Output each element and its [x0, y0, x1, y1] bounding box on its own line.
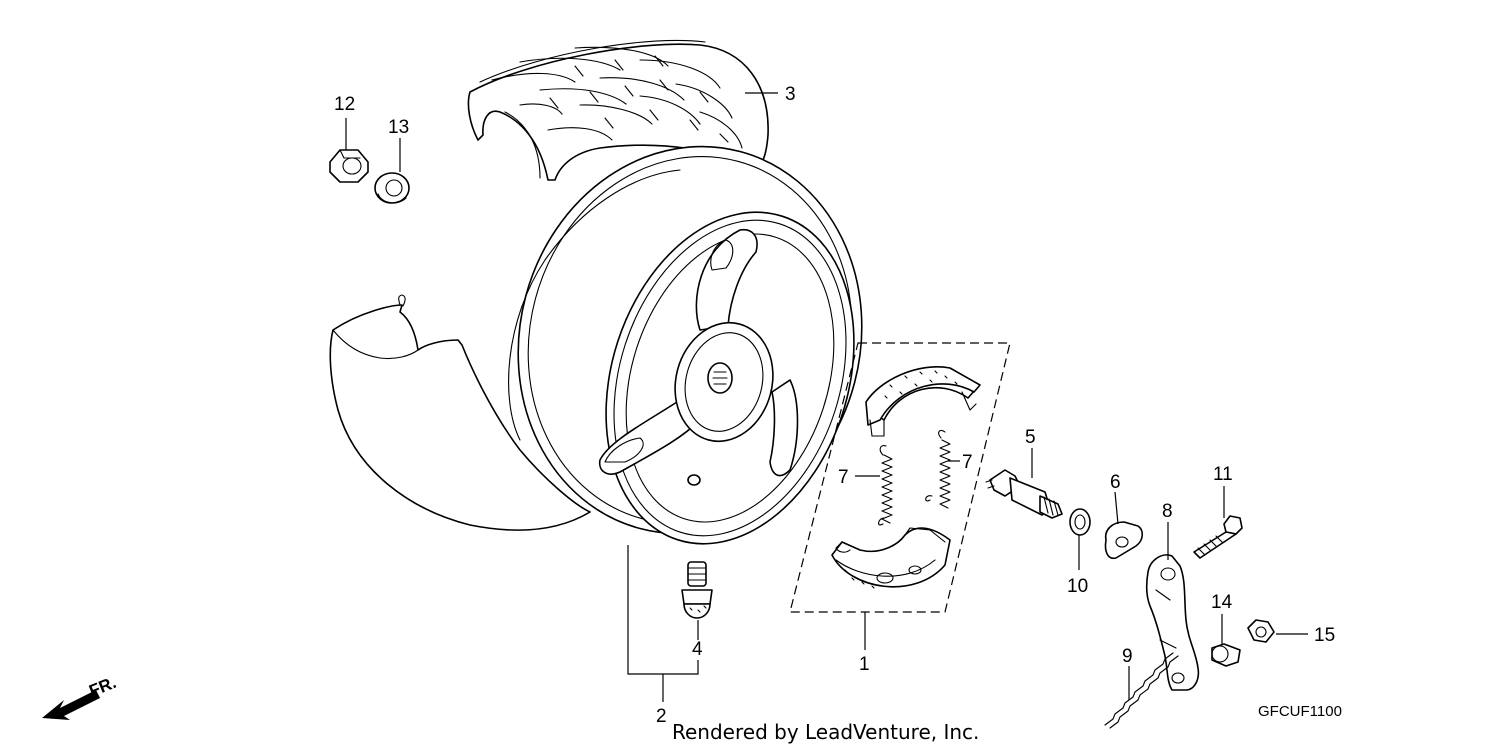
brake-cam[interactable]	[985, 469, 1063, 519]
wheel-rim[interactable]	[475, 108, 904, 576]
diagram-code: GFCUF1100	[1258, 703, 1342, 720]
brake-spring-left[interactable]	[878, 445, 893, 526]
tire-lower-half[interactable]	[329, 294, 591, 531]
callout-13: 13	[388, 117, 409, 138]
front-arrow-icon	[42, 690, 100, 720]
arm-bolt[interactable]	[1193, 515, 1243, 559]
brake-spring-right[interactable]	[925, 429, 951, 509]
callout-15: 15	[1314, 625, 1335, 646]
callout-2: 2	[656, 706, 667, 727]
return-spring[interactable]	[1104, 652, 1179, 729]
callout-5: 5	[1025, 427, 1036, 448]
axle-nut[interactable]	[329, 149, 369, 183]
callout-1: 1	[859, 654, 870, 675]
callout-9: 9	[1122, 646, 1133, 667]
callout-8: 8	[1162, 501, 1173, 522]
callout-numbers: 1 2 3 4 5 6 7 7 8 9 10 11 12 13 14 15	[334, 84, 1335, 727]
watermark: Rendered by LeadVenture, Inc.	[672, 720, 979, 744]
callout-4: 4	[692, 639, 703, 660]
joint-pin[interactable]	[1211, 643, 1241, 667]
callout-10: 10	[1067, 576, 1088, 597]
callout-11: 11	[1213, 464, 1233, 485]
tire-valve[interactable]	[681, 561, 713, 619]
dust-seal[interactable]	[1069, 508, 1091, 536]
callout-3: 3	[785, 84, 796, 105]
callout-12: 12	[334, 94, 355, 115]
callout-7a: 7	[838, 467, 849, 488]
arm-nut[interactable]	[1247, 619, 1275, 643]
washer[interactable]	[374, 172, 410, 204]
front-label: FR.	[86, 673, 119, 701]
callout-7b: 7	[962, 452, 973, 473]
callout-6: 6	[1110, 472, 1121, 493]
leader-lines	[345, 92, 1308, 702]
brake-arm[interactable]	[1145, 554, 1200, 691]
callout-14: 14	[1211, 592, 1233, 613]
wear-indicator-plate[interactable]	[1104, 521, 1144, 560]
front-direction-indicator: FR.	[42, 673, 119, 720]
brake-shoe-set[interactable]	[789, 342, 1011, 613]
